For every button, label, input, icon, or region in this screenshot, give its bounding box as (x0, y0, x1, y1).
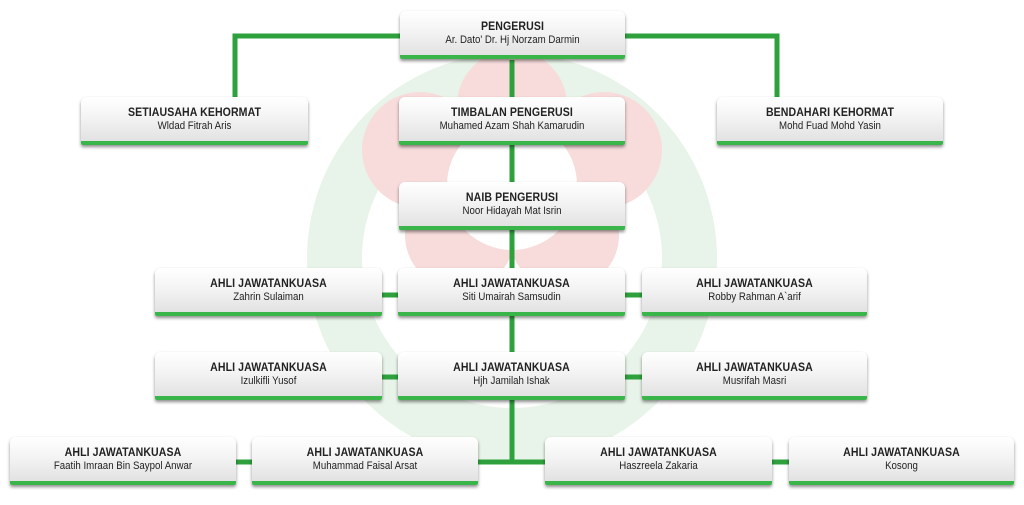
node-role: AHLI JAWATANKUASA (696, 360, 813, 374)
node-deputy-chairman: TIMBALAN PENGERUSI Muhamed Azam Shah Kam… (399, 97, 625, 145)
node-committee-member: AHLI JAWATANKUASA Kosong (789, 437, 1014, 485)
node-role: AHLI JAWATANKUASA (210, 360, 327, 374)
node-role: PENGERUSI (480, 19, 545, 33)
node-committee-member: AHLI JAWATANKUASA Muhammad Faisal Arsat (252, 437, 478, 485)
node-name: Hjh Jamilah Ishak (473, 375, 550, 387)
node-committee-member: AHLI JAWATANKUASA Haszreela Zakaria (545, 437, 772, 485)
node-name: Robby Rahman A`arif (708, 291, 801, 303)
node-committee-member: AHLI JAWATANKUASA Musrifah Masri (642, 352, 867, 400)
node-committee-member: AHLI JAWATANKUASA Robby Rahman A`arif (642, 268, 867, 316)
node-name: Zahrin Sulaiman (233, 291, 304, 303)
node-role: SETIAUSAHA KEHORMAT (127, 105, 262, 119)
node-vice-chairman: NAIB PENGERUSI Noor Hidayah Mat Isrin (399, 182, 625, 230)
node-chairman: PENGERUSI Ar. Dato' Dr. Hj Norzam Darmin (400, 11, 625, 59)
node-committee-member: AHLI JAWATANKUASA Zahrin Sulaiman (155, 268, 382, 316)
node-name: Noor Hidayah Mat Isrin (462, 205, 562, 217)
node-name: Izulkifli Yusof (240, 375, 297, 387)
node-committee-member: AHLI JAWATANKUASA Hjh Jamilah Ishak (398, 352, 625, 400)
node-role: AHLI JAWATANKUASA (453, 276, 570, 290)
node-name: Musrifah Masri (722, 375, 787, 387)
node-role: NAIB PENGERUSI (465, 190, 559, 204)
node-name: Ar. Dato' Dr. Hj Norzam Darmin (445, 34, 580, 46)
node-name: Siti Umairah Samsudin (462, 291, 561, 303)
node-name: Faatih Imraan Bin Saypol Anwar (53, 460, 193, 472)
node-committee-member: AHLI JAWATANKUASA Siti Umairah Samsudin (398, 268, 625, 316)
node-name: Mohd Fuad Mohd Yasin (779, 120, 881, 132)
node-name: Kosong (885, 460, 918, 472)
node-honorary-treasurer: BENDAHARI KEHORMAT Mohd Fuad Mohd Yasin (717, 97, 943, 145)
node-name: Muhammad Faisal Arsat (312, 460, 418, 472)
node-role: TIMBALAN PENGERUSI (451, 105, 573, 119)
node-name: Muhamed Azam Shah Kamarudin (439, 120, 585, 132)
node-honorary-secretary: SETIAUSAHA KEHORMAT Wldad Fitrah Aris (81, 97, 308, 145)
node-role: AHLI JAWATANKUASA (696, 276, 813, 290)
node-name: Haszreela Zakaria (619, 460, 698, 472)
node-committee-member: AHLI JAWATANKUASA Faatih Imraan Bin Sayp… (10, 437, 236, 485)
node-role: AHLI JAWATANKUASA (64, 445, 182, 459)
node-role: BENDAHARI KEHORMAT (765, 105, 895, 119)
node-role: AHLI JAWATANKUASA (843, 445, 960, 459)
node-role: AHLI JAWATANKUASA (210, 276, 327, 290)
node-name: Wldad Fitrah Aris (157, 120, 232, 132)
node-role: AHLI JAWATANKUASA (453, 360, 570, 374)
node-role: AHLI JAWATANKUASA (600, 445, 717, 459)
node-committee-member: AHLI JAWATANKUASA Izulkifli Yusof (155, 352, 382, 400)
node-role: AHLI JAWATANKUASA (306, 445, 424, 459)
